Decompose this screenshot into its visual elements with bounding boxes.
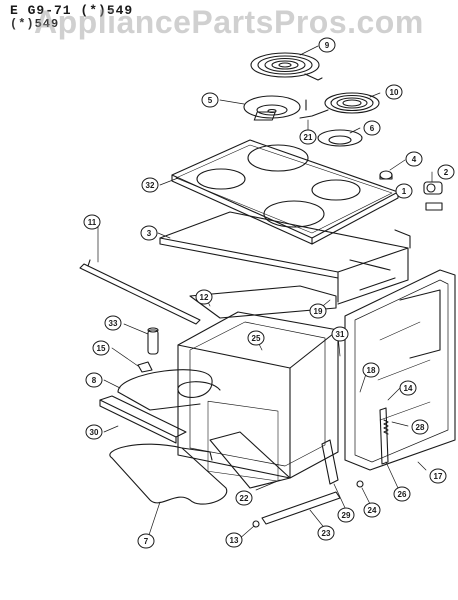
part-number-30[interactable]: 30 bbox=[90, 428, 99, 437]
part-number-2[interactable]: 2 bbox=[444, 168, 449, 177]
control-knob bbox=[379, 170, 393, 180]
callout-circle-15 bbox=[92, 340, 110, 356]
callout-circle-17 bbox=[429, 468, 447, 484]
callout-circle-11 bbox=[83, 214, 101, 230]
oven-door-assembly bbox=[344, 269, 456, 471]
callout-circle-12 bbox=[195, 289, 213, 305]
part-number-8[interactable]: 8 bbox=[92, 376, 97, 385]
callout-circle-26 bbox=[393, 486, 411, 502]
drip-bowl-left bbox=[243, 95, 301, 119]
model-header-line2: (*)549 bbox=[10, 17, 60, 31]
kick-plate-screw bbox=[252, 520, 260, 528]
trim-strip bbox=[79, 259, 201, 325]
callout-circle-29 bbox=[337, 507, 355, 523]
callout-circle-31 bbox=[331, 326, 349, 342]
part-number-24[interactable]: 24 bbox=[368, 506, 377, 515]
broil-pan bbox=[99, 395, 187, 444]
part-number-31[interactable]: 31 bbox=[336, 330, 345, 339]
part-number-3[interactable]: 3 bbox=[147, 229, 152, 238]
part-number-29[interactable]: 29 bbox=[342, 511, 351, 520]
callout-circle-2 bbox=[437, 164, 455, 180]
callout-circle-3 bbox=[140, 225, 158, 241]
drip-bowl-right bbox=[317, 129, 363, 147]
part-number-4[interactable]: 4 bbox=[412, 155, 417, 164]
part-number-25[interactable]: 25 bbox=[252, 334, 261, 343]
callout-circle-32 bbox=[141, 177, 159, 193]
hinge-bracket bbox=[321, 439, 339, 485]
oven-cavity bbox=[177, 311, 339, 482]
part-number-33[interactable]: 33 bbox=[109, 319, 118, 328]
door-spring bbox=[383, 419, 389, 435]
callout-circle-8 bbox=[85, 372, 103, 388]
callout-circle-9 bbox=[318, 37, 336, 53]
mounting-clip bbox=[137, 361, 153, 373]
callout-circle-18 bbox=[362, 362, 380, 378]
part-number-21[interactable]: 21 bbox=[304, 133, 313, 142]
bottom-plate bbox=[209, 431, 291, 489]
bake-element bbox=[117, 369, 221, 411]
callout-circle-23 bbox=[317, 525, 335, 541]
callout-circle-6 bbox=[363, 120, 381, 136]
part-number-22[interactable]: 22 bbox=[240, 494, 249, 503]
part-number-18[interactable]: 18 bbox=[367, 366, 376, 375]
screw bbox=[356, 480, 364, 488]
thermostat-bulb bbox=[147, 327, 159, 355]
element-receptacle bbox=[253, 99, 307, 121]
door-hinge bbox=[379, 407, 389, 465]
side-panel bbox=[189, 285, 337, 319]
callout-circle-21 bbox=[299, 129, 317, 145]
part-number-14[interactable]: 14 bbox=[404, 384, 413, 393]
part-number-32[interactable]: 32 bbox=[146, 181, 155, 190]
oven-body-top bbox=[159, 211, 411, 305]
callout-circle-13 bbox=[225, 532, 243, 548]
cooktop-panel bbox=[171, 139, 399, 245]
callout-circle-22 bbox=[235, 490, 253, 506]
callout-circle-30 bbox=[85, 424, 103, 440]
model-header-line1: E G9-71 (*)549 bbox=[10, 3, 134, 18]
surface-element-coil-right bbox=[299, 92, 380, 119]
callout-circle-4 bbox=[405, 151, 423, 167]
callout-circle-5 bbox=[201, 92, 219, 108]
part-number-28[interactable]: 28 bbox=[416, 423, 425, 432]
callout-circle-14 bbox=[399, 380, 417, 396]
callout-circle-10 bbox=[385, 84, 403, 100]
part-number-9[interactable]: 9 bbox=[325, 41, 330, 50]
part-number-15[interactable]: 15 bbox=[97, 344, 106, 353]
part-number-19[interactable]: 19 bbox=[314, 307, 323, 316]
part-number-17[interactable]: 17 bbox=[434, 472, 443, 481]
kick-plate bbox=[261, 491, 341, 525]
callout-circle-25 bbox=[247, 330, 265, 346]
part-number-7[interactable]: 7 bbox=[144, 537, 149, 546]
part-number-13[interactable]: 13 bbox=[230, 536, 239, 545]
part-number-26[interactable]: 26 bbox=[398, 490, 407, 499]
part-number-1[interactable]: 1 bbox=[402, 187, 407, 196]
callout-circle-28 bbox=[411, 419, 429, 435]
part-number-12[interactable]: 12 bbox=[200, 293, 209, 302]
infinite-switch bbox=[423, 181, 443, 211]
part-number-6[interactable]: 6 bbox=[370, 124, 375, 133]
surface-element-coil-top bbox=[250, 52, 323, 81]
callout-circle-24 bbox=[363, 502, 381, 518]
part-number-23[interactable]: 23 bbox=[322, 529, 331, 538]
part-number-11[interactable]: 11 bbox=[88, 218, 97, 227]
callout-circle-7 bbox=[137, 533, 155, 549]
callout-circle-19 bbox=[309, 303, 327, 319]
part-number-10[interactable]: 10 bbox=[390, 88, 399, 97]
broil-element bbox=[109, 443, 228, 505]
part-number-5[interactable]: 5 bbox=[208, 96, 213, 105]
callout-circle-33 bbox=[104, 315, 122, 331]
callout-circle-1 bbox=[395, 183, 413, 199]
